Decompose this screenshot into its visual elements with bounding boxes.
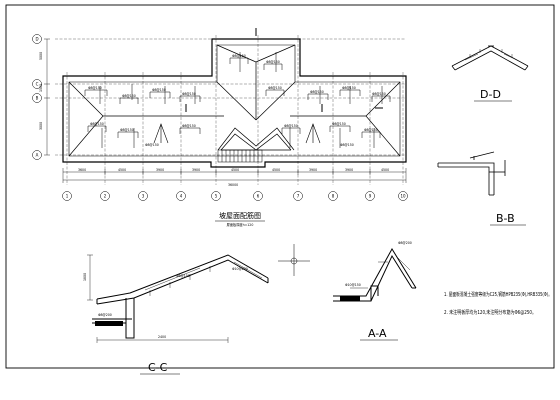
dim-total: 36000 bbox=[228, 183, 238, 187]
dim-text: 4500 bbox=[381, 168, 389, 172]
aa-drawing bbox=[333, 248, 417, 302]
axis-bubbles-numbers bbox=[62, 191, 408, 201]
rebar-label: Φ8@150 bbox=[232, 54, 246, 58]
section-bb: B-B bbox=[437, 151, 526, 226]
rebar-label: Φ8@150 bbox=[152, 88, 166, 92]
dim-text: 3900 bbox=[309, 168, 317, 172]
aa-rebar-label: Φ8@200 bbox=[398, 241, 412, 245]
axis-number: 7 bbox=[297, 194, 300, 199]
aa-rebar-label: Φ10@150 bbox=[345, 283, 361, 287]
rebar-marks bbox=[84, 52, 391, 148]
plan-subtitle: 屋面板厚度h=120 bbox=[227, 222, 254, 227]
cc-dim-text: 1800 bbox=[83, 273, 87, 281]
dim-text: 4500 bbox=[118, 168, 126, 172]
rebar-label: Φ8@150 bbox=[122, 94, 136, 98]
axis-number: 9 bbox=[369, 194, 372, 199]
section-aa: Φ8@200 Φ10@150 A-A bbox=[333, 241, 417, 341]
sheet-border bbox=[5, 4, 555, 369]
dim-text: 3600 bbox=[78, 168, 86, 172]
axis-letter: C bbox=[36, 82, 39, 87]
axis-bubbles-letters bbox=[32, 34, 42, 160]
center-cross-marker bbox=[278, 244, 310, 276]
rebar-label: Φ8@150 bbox=[120, 128, 134, 132]
axis-letter: D bbox=[35, 37, 38, 42]
plan-grid-lines bbox=[55, 35, 405, 185]
axis-number: 8 bbox=[332, 194, 335, 199]
dim-text: 5000 bbox=[39, 52, 43, 60]
plan-outline bbox=[62, 38, 407, 168]
cc-rebar-label: Φ8@150 bbox=[176, 274, 190, 278]
axis-letter: B bbox=[36, 96, 39, 101]
rebar-label: Φ8@150 bbox=[90, 122, 104, 126]
section-bb-label: B-B bbox=[496, 212, 515, 225]
cc-rebar-label: Φ8@200 bbox=[98, 313, 112, 317]
dim-text: 1500 bbox=[39, 84, 43, 92]
axis-number: 5 bbox=[215, 194, 218, 199]
cc-texts: 1800 2400 Φ8@150 Φ10@200 Φ8@200 bbox=[83, 267, 248, 339]
rebar-label: Φ8@150 bbox=[88, 86, 102, 90]
rebar-label: Φ8@150 bbox=[342, 86, 356, 90]
axis-number: 6 bbox=[257, 194, 260, 199]
section-cut-marks bbox=[185, 28, 383, 112]
rebar-label: Φ8@150 bbox=[340, 143, 354, 147]
axis-number: 3 bbox=[142, 194, 145, 199]
section-cc-label: C-C bbox=[148, 361, 168, 374]
aa-beam bbox=[340, 296, 360, 301]
notes: 1. 屋面板混凝土强度等级为C25,钢筋HPB235(Φ),HRB335(Φ)。… bbox=[444, 291, 552, 316]
roof-ridges bbox=[68, 44, 401, 157]
axis-number: 1 bbox=[66, 194, 69, 199]
roof-plan: Φ8@150 Φ8@150 Φ8@150 Φ8@150 Φ8@150 Φ8@15… bbox=[32, 28, 408, 227]
axis-letter: A bbox=[36, 153, 39, 158]
plan-dimensions bbox=[44, 38, 407, 183]
rebar-labels: Φ8@150 Φ8@150 Φ8@150 Φ8@150 Φ8@150 Φ8@15… bbox=[88, 54, 386, 147]
rebar-label: Φ8@150 bbox=[284, 124, 298, 128]
plan-inner-outline bbox=[68, 44, 401, 157]
axis-number-texts: 1 2 3 4 5 6 7 8 9 10 bbox=[66, 194, 406, 199]
rebar-label: Φ8@150 bbox=[145, 143, 159, 147]
cc-dim-text: 2400 bbox=[158, 335, 166, 339]
section-aa-label: A-A bbox=[368, 327, 387, 340]
axis-number: 2 bbox=[104, 194, 107, 199]
rebar-label: Φ8@150 bbox=[266, 60, 280, 64]
dim-text: 4500 bbox=[272, 168, 280, 172]
rebar-label: Φ8@150 bbox=[310, 90, 324, 94]
section-dd-label: D-D bbox=[480, 88, 501, 101]
rebar-label: Φ8@150 bbox=[372, 92, 386, 96]
stair-opening bbox=[217, 149, 263, 163]
dim-text: 3900 bbox=[156, 168, 164, 172]
aa-texts: Φ8@200 Φ10@150 bbox=[345, 241, 412, 287]
rebar-label: Φ8@150 bbox=[182, 124, 196, 128]
rebar-label: Φ8@150 bbox=[364, 128, 378, 132]
cc-drawing bbox=[92, 254, 269, 339]
cc-rebar-label: Φ10@200 bbox=[232, 267, 248, 271]
dd-rebar bbox=[464, 49, 518, 61]
note-line-2: 2. 未注明板厚均为120,未注明分布筋为Φ6@250。 bbox=[444, 309, 536, 316]
section-dd: D-D bbox=[451, 45, 529, 102]
rebar-label: Φ8@150 bbox=[268, 86, 282, 90]
plan-dim-texts: 3600 4500 3900 3900 4500 4500 3900 3900 … bbox=[39, 52, 389, 187]
dim-text: 4500 bbox=[231, 168, 239, 172]
dim-text: 3900 bbox=[192, 168, 200, 172]
dim-text: 3900 bbox=[345, 168, 353, 172]
dormers bbox=[153, 123, 321, 144]
cc-rebar bbox=[144, 261, 263, 296]
axis-number: 10 bbox=[400, 194, 406, 199]
plan-title: 坡屋面配筋图 bbox=[219, 211, 261, 220]
section-cc: 1800 2400 Φ8@150 Φ10@200 Φ8@200 C-C bbox=[83, 254, 269, 375]
dim-text: 3000 bbox=[39, 122, 43, 130]
rebar-label: Φ8@150 bbox=[332, 122, 346, 126]
cc-dimensions bbox=[87, 254, 229, 343]
bb-drawing bbox=[437, 151, 506, 196]
aa-rebar bbox=[350, 257, 411, 289]
cc-beam bbox=[95, 321, 123, 326]
rebar-label: Φ8@150 bbox=[182, 92, 196, 96]
dd-drawing bbox=[451, 45, 529, 71]
axis-number: 4 bbox=[180, 194, 183, 199]
axis-letter-texts: D C B A bbox=[35, 37, 38, 158]
plan-title-group: 坡屋面配筋图 屋面板厚度h=120 bbox=[219, 211, 261, 227]
note-line-1: 1. 屋面板混凝土强度等级为C25,钢筋HPB235(Φ),HRB335(Φ)。 bbox=[444, 291, 552, 298]
